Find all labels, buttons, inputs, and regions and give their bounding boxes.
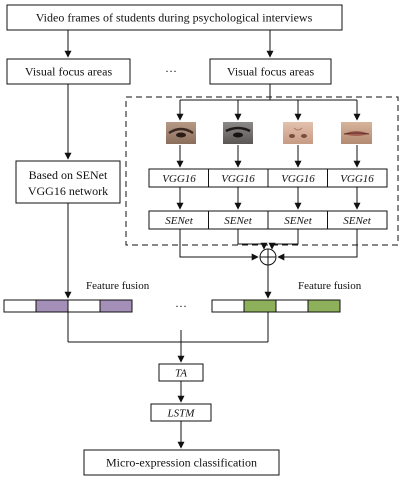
senet-label-3: SENet	[284, 215, 312, 227]
senet-vgg16-line1: Based on SENet	[29, 168, 108, 182]
senet-label-4: SENet	[343, 215, 371, 227]
vgg16-label-2: VGG16	[221, 173, 255, 185]
focus-area-left-box	[6, 58, 131, 85]
ellipsis-top: ···	[165, 64, 177, 78]
nose-crop	[283, 122, 313, 144]
feature-fusion-left-label: Feature fusion	[86, 280, 150, 292]
senet-vgg16-box	[15, 160, 121, 204]
input-video-label: Video frames of students during psycholo…	[36, 11, 313, 25]
feature-segment-left-2	[99, 299, 133, 313]
input-video-box	[6, 4, 343, 31]
vgg16-label-1: VGG16	[162, 173, 196, 185]
fuse-line-2	[237, 229, 268, 250]
focus-area-left-label: Visual focus areas	[25, 65, 113, 79]
classification-label: Micro-expression classification	[106, 456, 257, 470]
eye-crop-1	[166, 122, 196, 144]
fuse-line-4	[277, 229, 358, 261]
focus-area-right-label: Visual focus areas	[227, 65, 315, 79]
focus-area-right-box	[209, 58, 332, 85]
lstm-label: LSTM	[167, 408, 196, 420]
concat-circle-icon	[259, 248, 277, 266]
eye-crop-2	[223, 122, 253, 144]
feature-vector-left	[3, 299, 133, 313]
ellipsis-mid: ···	[175, 299, 187, 313]
feature-vector-right	[211, 299, 341, 313]
classification-box	[83, 449, 280, 476]
mouth-crop	[341, 122, 372, 144]
senet-vgg16-line2: VGG16 network	[28, 184, 108, 198]
vgg16-label-3: VGG16	[281, 173, 315, 185]
feature-segment-right-2	[307, 299, 341, 313]
vgg16-label-4: VGG16	[340, 173, 374, 185]
feature-segment-left-1	[35, 299, 69, 313]
ta-label: TA	[175, 368, 187, 380]
fuse-line-1	[179, 229, 259, 261]
fuse-line-3	[268, 229, 299, 250]
feature-fusion-right-label: Feature fusion	[298, 280, 362, 292]
senet-label-1: SENet	[165, 215, 193, 227]
senet-label-2: SENet	[224, 215, 252, 227]
feature-segment-right-1	[243, 299, 277, 313]
